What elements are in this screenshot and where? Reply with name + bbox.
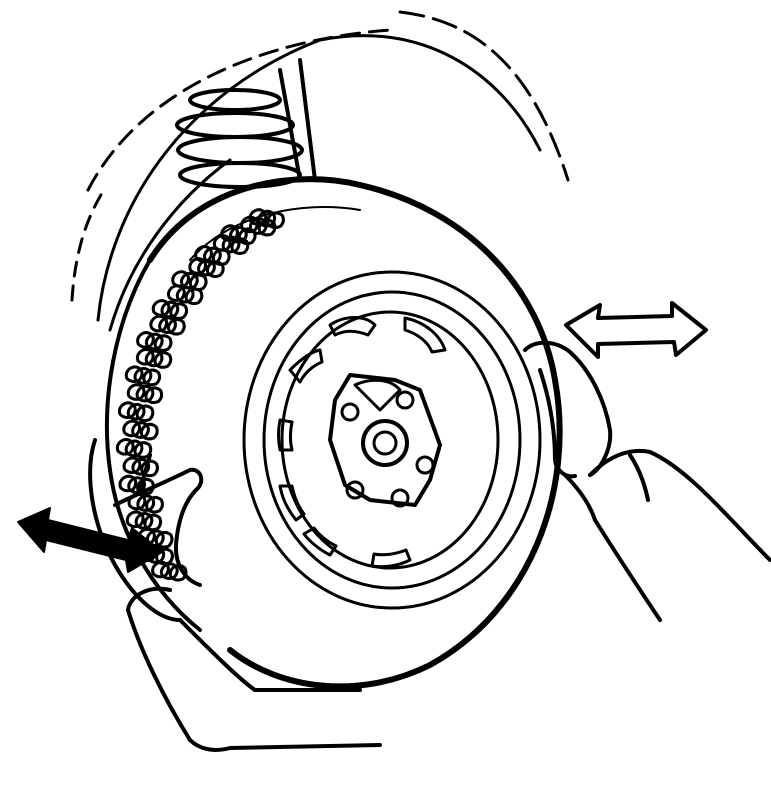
- tread-block: [169, 302, 189, 320]
- coil-spring: [175, 58, 317, 189]
- tread-block: [211, 248, 231, 266]
- outline-arrow-icon: [564, 301, 708, 359]
- tread-block: [151, 299, 171, 317]
- tread-block: [124, 439, 144, 458]
- tread-block: [154, 530, 174, 549]
- tread-block: [205, 260, 225, 278]
- wheel-rim: [242, 270, 542, 610]
- tire: [104, 176, 563, 690]
- tread-block: [179, 271, 199, 290]
- tread-block: [135, 404, 155, 423]
- tread-block: [221, 235, 241, 254]
- tread-block: [126, 383, 146, 401]
- tread-block: [257, 218, 277, 237]
- rim-vent-slots: [277, 316, 447, 569]
- tread-block: [159, 562, 179, 580]
- tread-block: [175, 285, 195, 304]
- tread-block: [144, 386, 164, 405]
- tread-block: [139, 422, 159, 441]
- tread-block: [140, 459, 159, 478]
- tread-block: [158, 316, 177, 334]
- tread-block: [134, 512, 154, 530]
- tread-block: [125, 510, 145, 529]
- wheel-hub: [328, 373, 442, 508]
- tread-block: [115, 438, 135, 456]
- tread-block: [122, 419, 142, 438]
- tread-block: [248, 217, 268, 235]
- tread-block: [136, 494, 156, 512]
- tread-block: [133, 367, 153, 385]
- tread-block: [166, 284, 186, 302]
- tread-block: [151, 560, 170, 579]
- tread-block: [144, 349, 164, 368]
- tread-block: [153, 351, 173, 369]
- tread-block: [144, 332, 164, 351]
- right-hand: [523, 340, 771, 622]
- tread-block: [171, 270, 190, 288]
- tread-block: [126, 402, 146, 421]
- tread-block: [197, 258, 216, 277]
- tire-tread: [115, 208, 285, 582]
- tread-block: [149, 314, 169, 333]
- tread-block: [136, 477, 155, 496]
- tread-block: [188, 273, 208, 292]
- tread-block: [117, 401, 137, 419]
- solid-arrow-icon: [17, 507, 163, 573]
- tread-block: [142, 368, 162, 387]
- tread-block: [153, 334, 173, 352]
- tread-block: [122, 456, 142, 475]
- tread-block: [143, 513, 163, 532]
- tread-block: [160, 300, 180, 319]
- tread-block: [131, 421, 150, 439]
- tread-block: [166, 317, 186, 336]
- fender-arch: [70, 10, 570, 332]
- tread-block: [212, 234, 232, 252]
- tread-block: [184, 287, 204, 306]
- tread-block: [145, 495, 164, 514]
- tread-block: [230, 237, 250, 255]
- tread-block: [124, 365, 144, 384]
- tread-block: [118, 474, 138, 493]
- tread-block: [136, 331, 155, 349]
- tread-block: [135, 384, 155, 403]
- tread-block: [188, 257, 208, 275]
- left-hand: [88, 438, 382, 752]
- tread-block: [135, 348, 155, 366]
